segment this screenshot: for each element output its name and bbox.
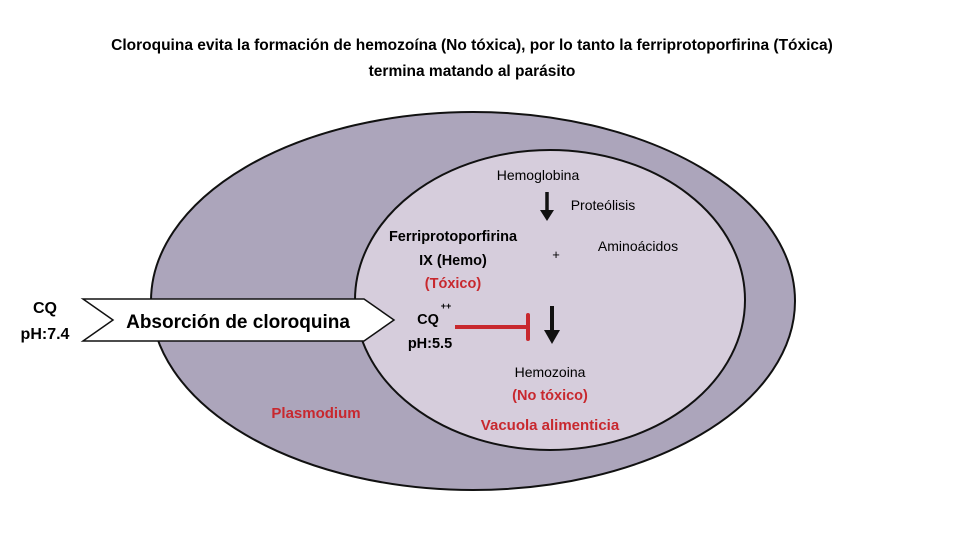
absorption-label: Absorción de cloroquina [126,312,350,333]
no-toxico-label: (No tóxico) [512,388,588,404]
hemozoina-label: Hemozoina [515,364,586,380]
vacuole-label: Vacuola alimenticia [481,417,620,434]
aminoacidos-label: Aminoácidos [598,238,678,254]
proteolysis-arrowhead-icon [540,210,554,221]
vacuole-cq: CQ [417,312,439,328]
cq-charge: ++ [441,301,452,311]
plus-sign: + [552,247,560,262]
ferri-line-1: Ferriprotoporfirina [389,229,518,245]
vacuole-ph: pH:5.5 [408,336,452,352]
proteolisis-label: Proteólisis [571,197,636,213]
absorption-arrow [80,298,396,342]
outside-cq: CQ [33,300,57,317]
outside-ph: pH:7.4 [21,326,70,343]
title-line-2: termina matando al parásito [369,63,576,80]
ferri-line-2: IX (Hemo) [419,253,487,269]
food-vacuole [354,149,746,451]
hemoglobina-label: Hemoglobina [497,167,580,183]
title-line-1: Cloroquina evita la formación de hemozoí… [111,37,833,54]
toxico-label: (Tóxico) [425,276,482,292]
hemozoin-arrowhead-icon [544,330,560,344]
plasmodium-label: Plasmodium [271,405,360,422]
